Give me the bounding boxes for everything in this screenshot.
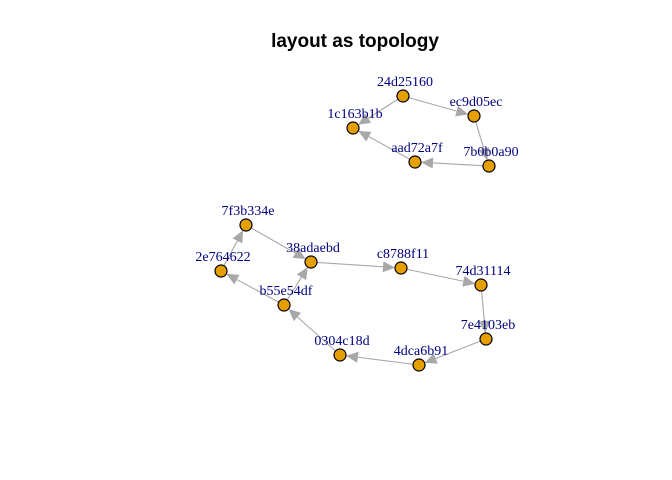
graph-node (239, 218, 253, 232)
edge-line (432, 162, 484, 167)
node-label: c8788f11 (377, 247, 429, 262)
edge-arrowhead (478, 320, 490, 334)
graph-node (474, 278, 488, 292)
edge-line (286, 276, 302, 301)
edge-line (435, 340, 481, 360)
node-label: 38adaebd (286, 241, 340, 256)
node-label: 74d31114 (456, 264, 511, 279)
edge-line (357, 356, 414, 365)
edge-arrowhead (420, 157, 434, 169)
graph-node (467, 109, 481, 123)
graph-node (214, 264, 228, 278)
edge-arrowhead (288, 308, 302, 322)
edge-arrowhead (358, 113, 372, 125)
graph-node (408, 155, 422, 169)
node-label: 7f3b334e (222, 204, 275, 219)
edge-line (223, 240, 238, 266)
node-label: 1c163b1b (327, 107, 382, 122)
node-label: 24d25160 (377, 75, 433, 90)
edge-arrowhead (358, 130, 372, 142)
graph-node (346, 121, 360, 135)
edge-arrowhead (382, 261, 396, 273)
edge-arrowhead (345, 351, 359, 363)
edge-line (481, 290, 485, 322)
edge-arrowhead (296, 267, 308, 281)
edge-arrowhead (424, 353, 438, 364)
edge-arrowhead (462, 275, 476, 287)
nodes-layer (214, 89, 496, 372)
edge-line (236, 279, 279, 303)
edge-arrowhead (232, 230, 244, 244)
node-label: aad72a7f (391, 141, 443, 156)
edges-layer (223, 97, 490, 365)
labels-layer: 24d25160 ec9d05ec 1c163b1b aad72a7f 7b0b0a90… (195, 75, 518, 359)
edge-arrowhead (226, 273, 240, 285)
edge-line (408, 97, 457, 112)
node-label: b55e54df (260, 284, 313, 299)
graph-node (333, 348, 347, 362)
node-label: 0304c18d (314, 334, 369, 349)
node-label: 4dca6b91 (394, 344, 448, 359)
graph-node (412, 358, 426, 372)
edge-line (297, 316, 336, 352)
node-label: 2e764622 (195, 250, 250, 265)
edge-line (316, 261, 384, 268)
edge-line (406, 268, 464, 282)
graph-node (394, 261, 408, 275)
graph-title: layout as topology (271, 31, 439, 52)
edge-line (367, 98, 399, 119)
edge-arrowhead (455, 105, 469, 117)
node-label: 7b0b0a90 (463, 145, 518, 160)
graph-node (304, 255, 318, 269)
edge-line (475, 121, 485, 149)
edge-arrowhead (478, 147, 490, 161)
node-label: 7e4103eb (461, 318, 515, 333)
graph-node (479, 332, 493, 346)
edge-line (250, 227, 296, 254)
edge-arrowhead (292, 248, 306, 260)
node-label: ec9d05ec (450, 95, 503, 110)
edge-line (368, 136, 411, 160)
graph-node (482, 159, 496, 173)
graph-node (396, 89, 410, 103)
graph-node (277, 298, 291, 312)
